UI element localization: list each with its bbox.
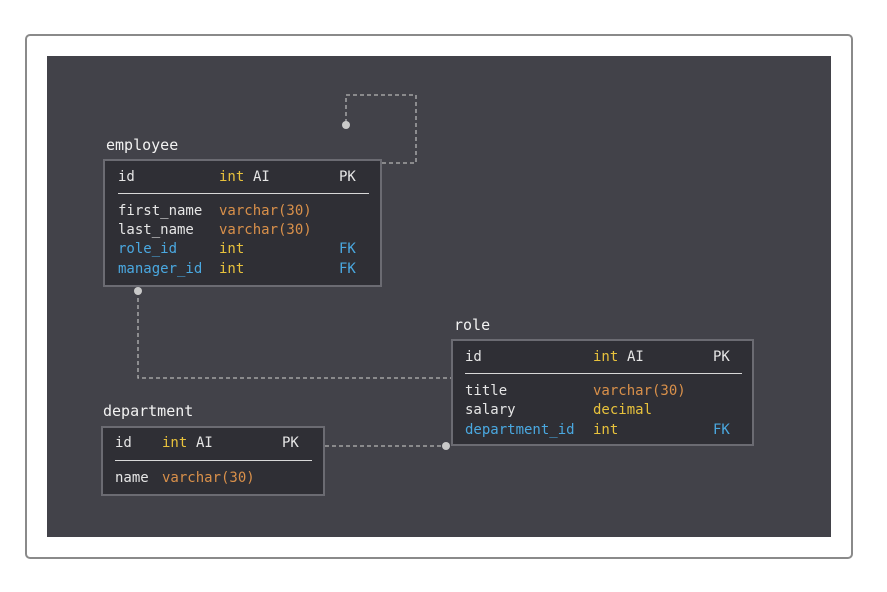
column-type: int: [219, 261, 245, 277]
table-row-pk: id int AI PK: [103, 433, 323, 453]
header-separator: [465, 373, 742, 374]
header-separator: [118, 193, 369, 194]
table-row: first_name varchar(30): [105, 201, 380, 221]
connector-dot-employee-role: [134, 287, 142, 295]
table-row-pk: id int AI PK: [105, 167, 380, 187]
column-name: name: [115, 470, 149, 486]
column-type: int: [593, 349, 619, 365]
column-extra: AI: [627, 349, 644, 365]
table-row: role_id int FK: [105, 239, 380, 259]
connector-employee-self: [345, 94, 417, 164]
primary-key-badge: PK: [282, 435, 299, 451]
table-row: salary decimal: [453, 400, 752, 420]
connector-dot-employee-self: [342, 121, 350, 129]
column-type: varchar(30): [162, 470, 255, 486]
table-row: department_id int FK: [453, 420, 752, 440]
column-name: salary: [465, 402, 516, 418]
column-name: role_id: [118, 241, 178, 257]
column-type: varchar(30): [219, 203, 312, 219]
column-name: id: [465, 349, 482, 365]
table-department[interactable]: id int AI PK name varchar(30): [101, 426, 325, 496]
column-type: int: [219, 241, 245, 257]
foreign-key-badge: FK: [713, 422, 730, 438]
column-type: varchar(30): [219, 222, 312, 238]
connector-employee-role: [137, 291, 452, 379]
header-separator: [115, 460, 312, 461]
column-name: first_name: [118, 203, 203, 219]
table-row: title varchar(30): [453, 381, 752, 401]
column-name: last_name: [118, 222, 194, 238]
column-extra: AI: [196, 435, 213, 451]
column-type: int: [593, 422, 619, 438]
foreign-key-badge: FK: [339, 261, 356, 277]
primary-key-badge: PK: [339, 169, 356, 185]
table-title-department: department: [103, 402, 194, 420]
column-name: id: [115, 435, 132, 451]
column-type: int: [162, 435, 188, 451]
table-row: name varchar(30): [103, 468, 323, 488]
column-name: title: [465, 383, 508, 399]
column-type: decimal: [593, 402, 653, 418]
table-row-pk: id int AI PK: [453, 347, 752, 367]
table-role[interactable]: id int AI PK title varchar(30) salary de…: [451, 339, 754, 446]
foreign-key-badge: FK: [339, 241, 356, 257]
table-row: manager_id int FK: [105, 259, 380, 279]
primary-key-badge: PK: [713, 349, 730, 365]
column-type: varchar(30): [593, 383, 686, 399]
column-name: id: [118, 169, 135, 185]
column-name: manager_id: [118, 261, 203, 277]
connector-dot-role-department: [442, 442, 450, 450]
table-title-employee: employee: [106, 136, 179, 154]
column-type: int: [219, 169, 245, 185]
column-name: department_id: [465, 422, 575, 438]
column-extra: AI: [253, 169, 270, 185]
table-title-role: role: [454, 316, 491, 334]
table-row: last_name varchar(30): [105, 220, 380, 240]
table-employee[interactable]: id int AI PK first_name varchar(30) last…: [103, 159, 382, 287]
